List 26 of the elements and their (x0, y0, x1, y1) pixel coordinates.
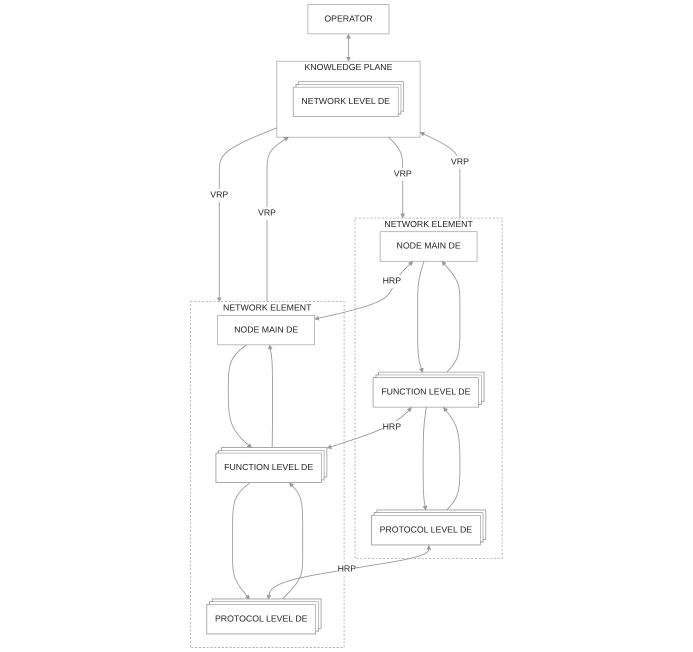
edge-label: HRP (382, 276, 402, 286)
arrow (443, 407, 461, 511)
arrow (422, 406, 428, 510)
arrow (327, 407, 412, 449)
edge-label: VRP (394, 170, 412, 179)
arrow (442, 261, 461, 373)
arrow (314, 261, 414, 321)
edge-label: VRP (210, 190, 228, 200)
arrow (388, 136, 406, 218)
edge-label: VRP (258, 208, 276, 218)
arrow (346, 34, 352, 62)
edge-label: HRP (382, 422, 402, 432)
arrow (232, 482, 251, 600)
node-box: NODE MAIN DE (218, 315, 316, 346)
edge-label: VRP (451, 158, 470, 167)
arrow (282, 482, 304, 600)
arrow (217, 127, 278, 302)
arrow (420, 132, 461, 218)
arrow (228, 344, 252, 448)
node-box: NODE MAIN DE (380, 231, 478, 262)
node-box: OPERATOR (308, 4, 390, 34)
arrow (417, 260, 425, 373)
edge-label: HRP (338, 564, 356, 574)
arrow (268, 344, 274, 448)
arrow (266, 136, 289, 302)
arrow (266, 545, 432, 600)
